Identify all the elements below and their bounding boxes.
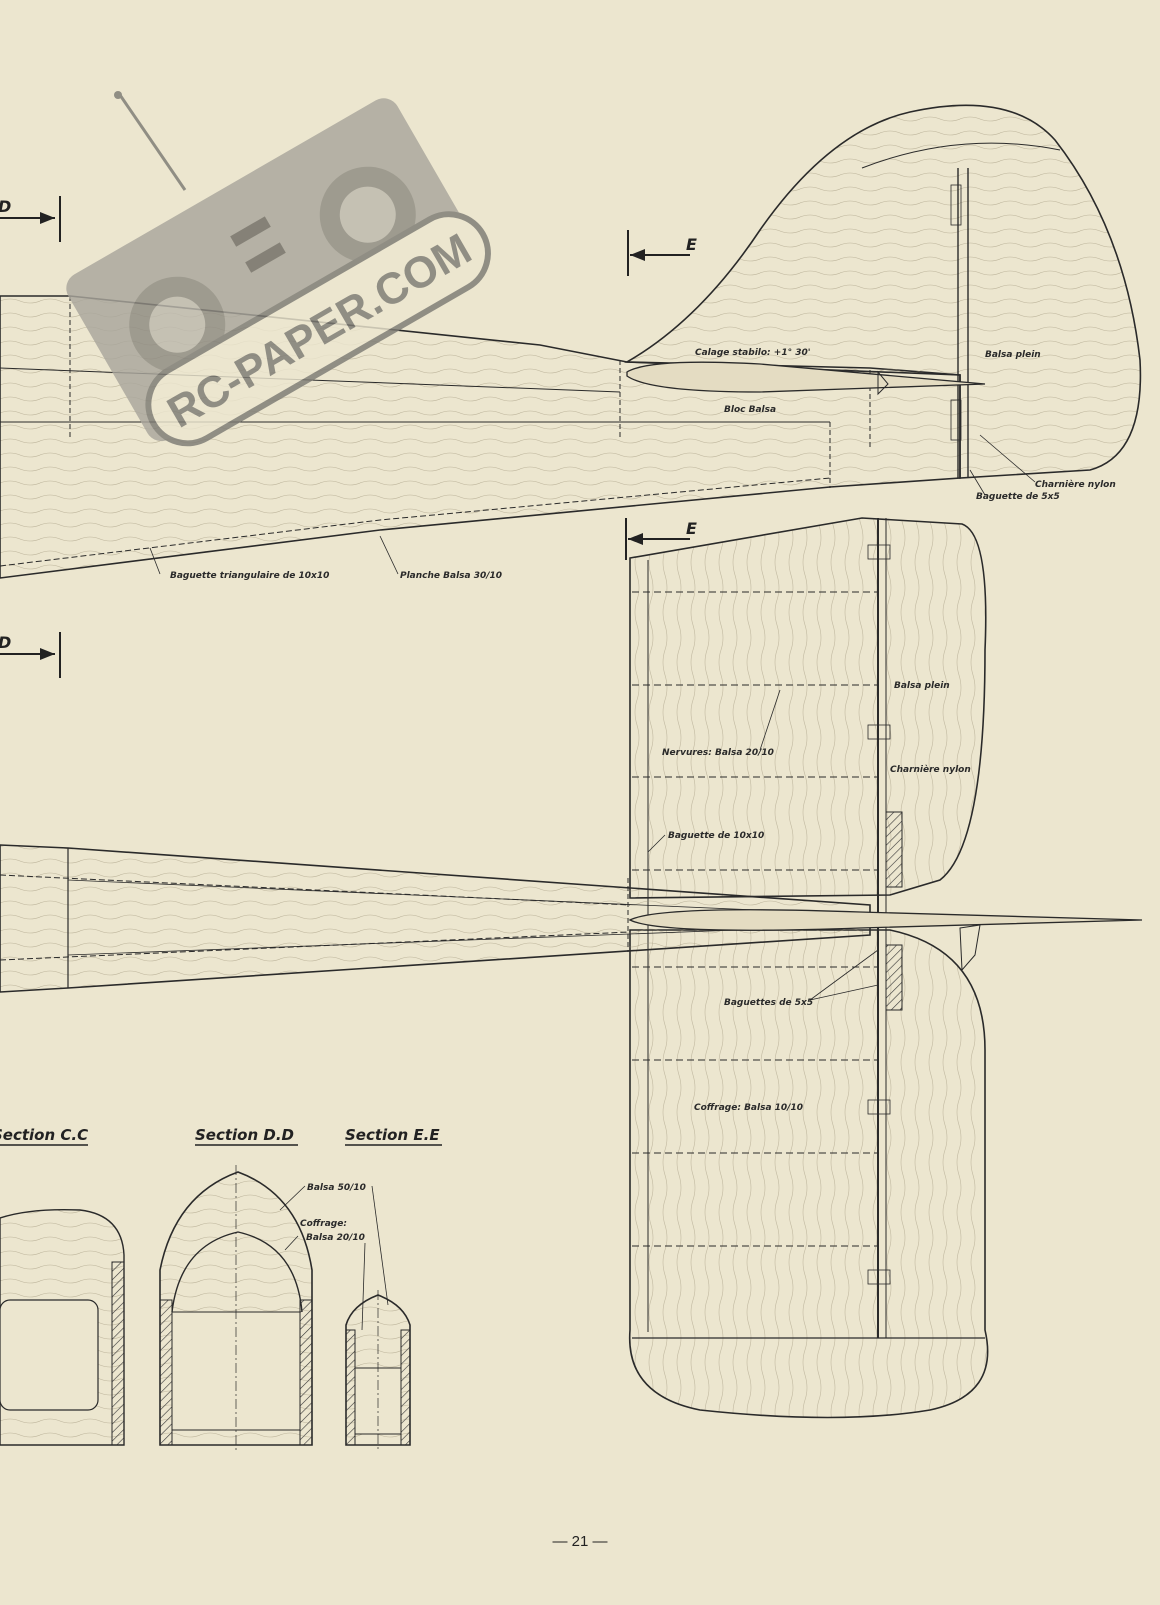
stabilizer-labels: Balsa plein Nervures: Balsa 20/10 Charni…	[647, 681, 971, 1113]
coffrage-section-label-1: Coffrage:	[300, 1219, 347, 1229]
section-arrow-d-lower: D	[0, 632, 61, 678]
fin-hinge-marks	[950, 184, 962, 441]
section-c-title: Section C.C	[0, 1126, 88, 1144]
baguettes-5x5-label: Baguettes de 5x5	[724, 998, 813, 1008]
fuselage-top-view	[0, 844, 1143, 993]
section-arrow-e-upper: E	[627, 230, 697, 276]
fin	[624, 104, 1142, 479]
nervures-label: Nervures: Balsa 20/10	[662, 748, 774, 758]
bloc-balsa-label: Bloc Balsa	[724, 405, 776, 415]
section-arrow-e-lower: E	[625, 518, 697, 560]
coffrage-stab-label: Coffrage: Balsa 10/10	[694, 1103, 803, 1113]
fin-top-view	[628, 909, 1143, 931]
baguette-10x10-label: Baguette de 10x10	[668, 831, 764, 841]
section-e: Section E.E	[345, 1126, 442, 1450]
section-marker-d-lower: D	[0, 633, 11, 652]
balsa-50-label: Balsa 50/10	[307, 1183, 366, 1193]
fin-charniere-label: Charnière nylon	[1035, 479, 1116, 490]
page-number: — 21 —	[552, 1533, 607, 1550]
section-marker-d-upper: D	[0, 197, 11, 216]
stab-charniere-label: Charnière nylon	[890, 764, 971, 775]
stabilizer-top-view	[628, 517, 989, 1419]
section-labels: Balsa 50/10 Coffrage: Balsa 20/10	[279, 1183, 389, 1331]
section-e-title: Section E.E	[345, 1126, 440, 1144]
stab-balsa-plein-label: Balsa plein	[894, 681, 950, 691]
section-marker-e-lower: E	[686, 519, 697, 538]
section-marker-e-upper: E	[686, 235, 697, 254]
section-d-title: Section D.D	[195, 1126, 294, 1144]
calage-label: Calage stabilo: +1° 30'	[695, 348, 811, 358]
planche-balsa-label: Planche Balsa 30/10	[400, 571, 502, 581]
section-arrow-d-upper: D	[0, 196, 61, 242]
section-c: Section C.C	[0, 1126, 125, 1446]
fin-baguette-label: Baguette de 5x5	[976, 492, 1060, 502]
coffrage-section-label-2: Balsa 20/10	[306, 1233, 365, 1243]
baguette-triangulaire-label: Baguette triangulaire de 10x10	[170, 571, 329, 581]
section-d: Section D.D	[159, 1126, 313, 1450]
stab-airfoil-side	[626, 361, 986, 393]
side-view-labels: Calage stabilo: +1° 30' Bloc Balsa Balsa…	[149, 348, 1116, 581]
stab-left-half	[629, 517, 987, 899]
stab-right-half	[628, 929, 989, 1419]
fin-balsa-plein-label: Balsa plein	[985, 350, 1041, 360]
